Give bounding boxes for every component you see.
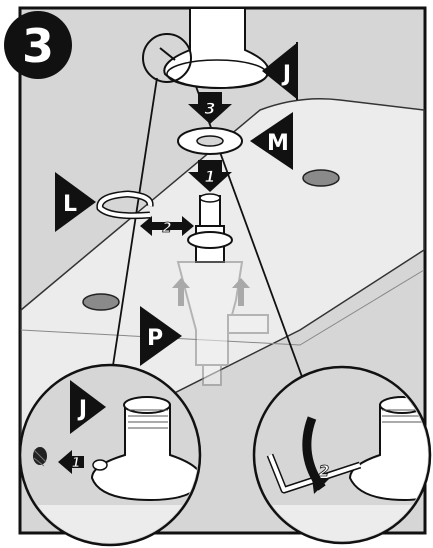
detail-arrow-2-number: 2 xyxy=(319,462,329,480)
arrow-1-number: 1 xyxy=(204,167,215,186)
callout-label-L: L xyxy=(63,192,77,217)
callout-label-P: P xyxy=(147,326,163,351)
detail-arrow-1-number: 1 xyxy=(71,456,80,471)
sink-hole-right xyxy=(303,170,339,186)
arrow-3-number: 3 xyxy=(204,99,215,118)
sink-hole-left xyxy=(83,294,119,310)
callout-label-M: M xyxy=(267,131,289,156)
callout-label-J2: J xyxy=(77,397,87,422)
arrow-2-number: 2 xyxy=(162,221,171,236)
callout-label-J: J xyxy=(281,62,291,87)
washer-M xyxy=(178,128,242,154)
step-number: 3 xyxy=(22,19,54,73)
step-badge: 3 xyxy=(4,11,72,79)
